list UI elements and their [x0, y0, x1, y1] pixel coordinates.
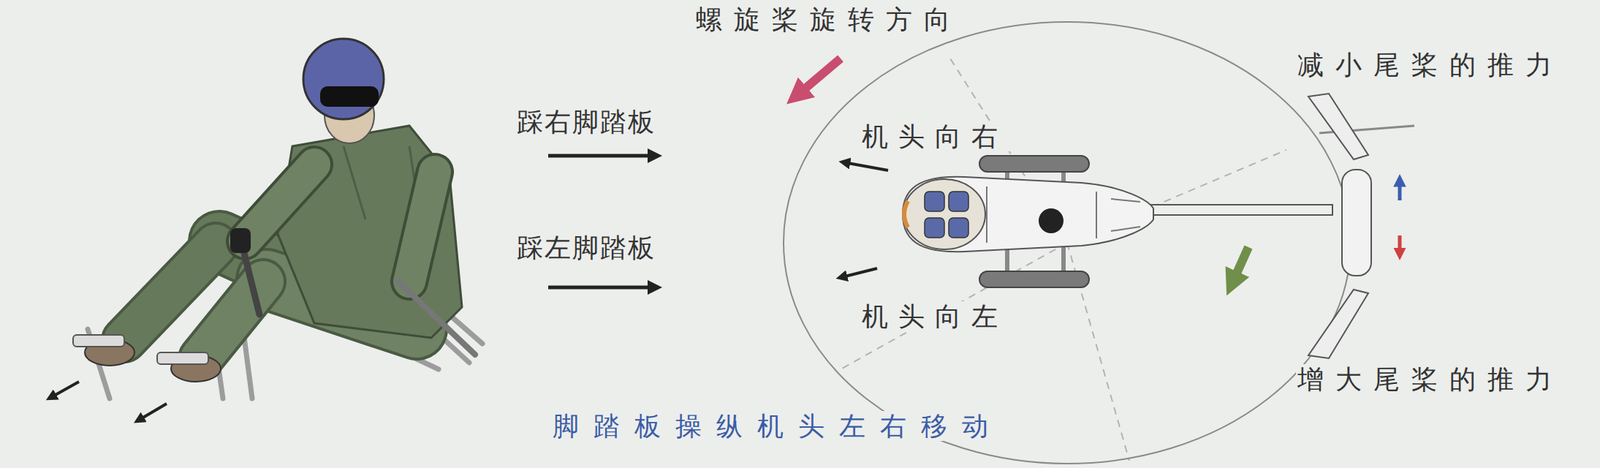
helicopter-top-view-part: [979, 271, 1090, 288]
annotation-label: 踩左脚踏板: [515, 232, 658, 263]
annotation-label: 增大尾桨的推力: [1295, 364, 1565, 394]
direction-arrow-part: [802, 58, 841, 91]
direction-arrow-part: [1398, 184, 1402, 201]
helicopter-top-view-part: [902, 176, 1154, 252]
annotation-label: 减小尾桨的推力: [1295, 49, 1565, 80]
helicopter-top-view-part: [924, 217, 945, 238]
pedal-arrow-part: [54, 381, 79, 396]
direction-arrow-part: [844, 268, 878, 277]
annotation-label: 螺旋桨旋转方向: [694, 4, 964, 35]
pilot-figure-part: [409, 171, 435, 282]
arrow: [548, 155, 651, 288]
annotation-label: 机头向左: [860, 301, 1010, 332]
arrow-part: [548, 154, 651, 158]
rotor-disc-part: [783, 21, 1351, 464]
cockpit-controls-part: [157, 352, 209, 365]
helicopter-top-view-part: [904, 201, 908, 228]
pilot-figure-part: [303, 38, 384, 120]
direction-arrow-part: [847, 162, 889, 171]
annotation-label: 踩右脚踏板: [515, 106, 658, 137]
helicopter-top-view-part: [1038, 208, 1064, 234]
rotor-disc-part: [840, 242, 1068, 370]
caption-text: 脚踏板操纵机头左右移动: [551, 410, 1005, 441]
annotation-label: 机头向右: [860, 121, 1010, 152]
helicopter-top-view-part: [1308, 289, 1369, 359]
helicopter-top-view-part: [986, 186, 1141, 243]
pedal-arrow-part: [141, 403, 167, 419]
helicopter-top-view-part: [948, 217, 969, 238]
cockpit-controls: [73, 228, 476, 365]
pilot-figure-part: [320, 86, 379, 107]
pilot-figure-part: [409, 171, 435, 282]
arrow-part: [548, 285, 651, 290]
direction-arrow-part: [1398, 235, 1402, 250]
cockpit-controls-part: [73, 334, 125, 347]
rotor-disc: [783, 21, 1351, 464]
helicopter-top-view-part: [903, 179, 986, 250]
pilot-figure: [84, 38, 462, 382]
direction-arrow-part: [1235, 247, 1249, 277]
pilot-figure-part: [244, 164, 315, 242]
cockpit-controls-part: [230, 228, 251, 253]
helicopter-top-view-part: [1143, 204, 1333, 215]
pedal-arrow: [54, 381, 167, 419]
pilot-figure-part: [244, 164, 315, 242]
direction-arrow: [802, 58, 1400, 277]
helicopter-top-view-part: [948, 191, 969, 212]
helicopter-top-view-part: [1308, 93, 1369, 160]
rotor-disc-part: [840, 58, 1287, 461]
helicopter-top-view-part: [979, 155, 1090, 172]
helicopter-top-view-part: [924, 191, 945, 212]
helicopter-top-view-part: [1341, 169, 1372, 276]
cockpit-controls-part: [398, 281, 476, 355]
